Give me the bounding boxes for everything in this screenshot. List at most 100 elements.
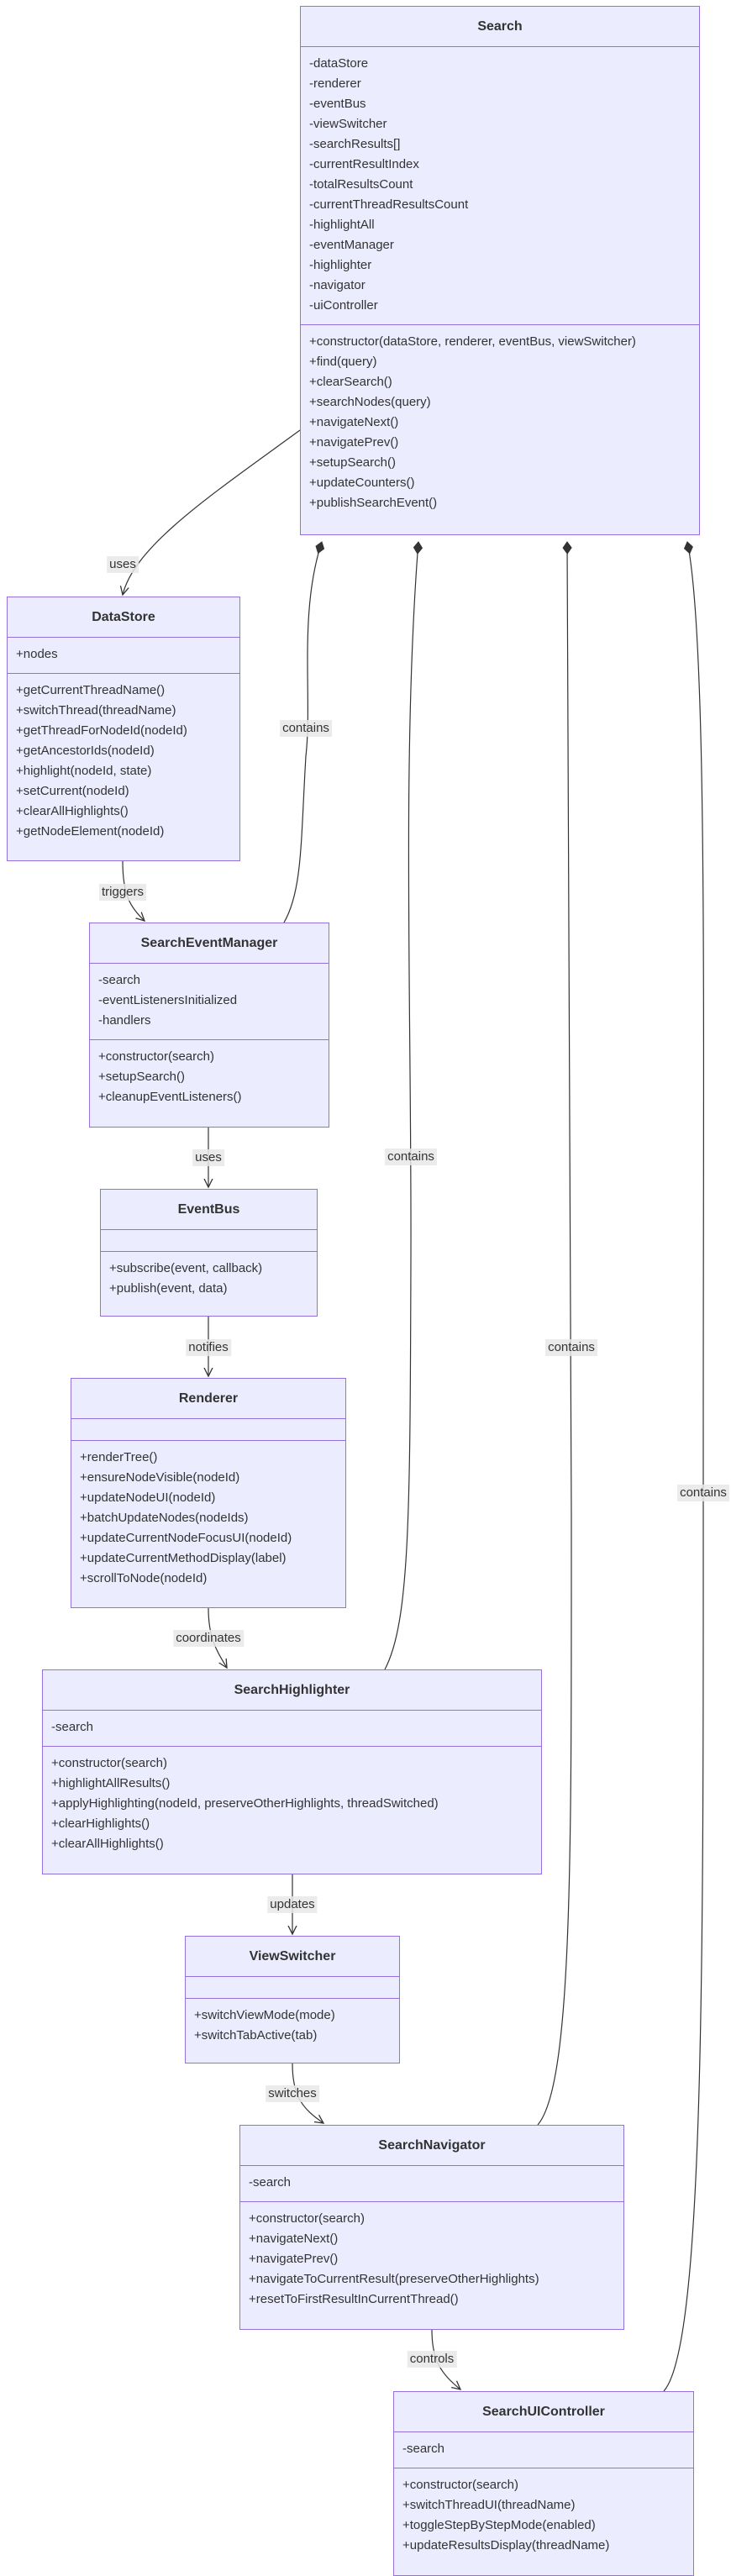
class-title: Search — [301, 7, 699, 47]
class-title: SearchEventManager — [90, 923, 329, 964]
class-searcheventmanager: SearchEventManager -search-eventListener… — [89, 923, 329, 1128]
class-method: +updateCurrentNodeFocusUI(nodeId) — [80, 1531, 292, 1545]
class-method: +scrollToNode(nodeId) — [80, 1571, 208, 1585]
class-method: +switchTabActive(tab) — [194, 2028, 318, 2042]
class-method: +navigatePrev() — [249, 2252, 339, 2266]
class-method: +getCurrentThreadName() — [16, 683, 166, 697]
class-method: +publish(event, data) — [109, 1281, 228, 1296]
edge-label-searcheventmanager-eventbus: uses — [192, 1149, 224, 1166]
class-searchuicontroller: SearchUIController -search +constructor(… — [393, 2391, 694, 2576]
class-method: +constructor(search) — [98, 1049, 214, 1064]
class-method: +updateCurrentMethodDisplay(label) — [80, 1551, 287, 1565]
class-method: +navigatePrev() — [309, 435, 399, 449]
class-datastore: DataStore +nodes +getCurrentThreadName()… — [7, 597, 240, 861]
class-method: +highlight(nodeId, state) — [16, 764, 152, 778]
class-method: +publishSearchEvent() — [309, 496, 438, 510]
class-method: +highlightAllResults() — [51, 1776, 171, 1790]
class-method: +navigateToCurrentResult(preserveOtherHi… — [249, 2272, 539, 2286]
class-method: +clearAllHighlights() — [16, 804, 129, 818]
class-attribute: -handlers — [98, 1013, 151, 1028]
class-method: +renderTree() — [80, 1450, 158, 1464]
class-attributes: -search — [43, 1711, 541, 1747]
class-attribute: -renderer — [309, 76, 361, 91]
class-attributes: -search-eventListenersInitialized-handle… — [90, 964, 329, 1040]
edge-label-search-searchhighlighter: contains — [385, 1149, 437, 1165]
edge-search-searchuicontroller — [663, 541, 705, 2392]
class-attribute: -navigator — [309, 278, 366, 292]
class-method: +applyHighlighting(nodeId, preserveOther… — [51, 1796, 439, 1811]
class-attribute: -search — [402, 2442, 445, 2456]
class-title: Renderer — [71, 1379, 345, 1419]
class-methods: +switchViewMode(mode)+switchTabActive(ta… — [186, 1999, 399, 2054]
class-search: Search -dataStore-renderer-eventBus-view… — [300, 6, 700, 535]
class-method: +navigateNext() — [249, 2232, 339, 2246]
class-methods: +constructor(search) +highlightAllResults… — [43, 1747, 541, 1863]
edge-search-datastore — [123, 429, 301, 595]
class-attributes: -search — [240, 2166, 623, 2202]
class-method: +batchUpdateNodes(nodeIds) — [80, 1511, 249, 1525]
class-method: +cleanupEventListeners() — [98, 1090, 242, 1104]
class-method: +setupSearch() — [98, 1070, 185, 1084]
edge-label-searchnavigator-searchuicontroller: controls — [407, 2351, 457, 2368]
class-eventbus: EventBus +subscribe(event, callback) +pub… — [100, 1189, 318, 1317]
class-method: +setupSearch() — [309, 455, 396, 470]
class-title: DataStore — [8, 597, 239, 638]
edge-search-searchnavigator — [537, 541, 572, 2126]
edge-label-searchhighlighter-viewswitcher: updates — [267, 1896, 318, 1913]
class-method: +clearSearch() — [309, 375, 392, 389]
class-attributes — [101, 1230, 317, 1252]
class-searchnavigator: SearchNavigator -search +constructor(sea… — [239, 2125, 624, 2330]
class-method: +updateResultsDisplay(threadName) — [402, 2538, 610, 2552]
edge-label-datastore-searcheventmanager: triggers — [98, 884, 147, 901]
class-method: +constructor(dataStore, renderer, eventB… — [309, 334, 636, 349]
class-method: +clearHighlights() — [51, 1816, 150, 1831]
class-attribute: -eventManager — [309, 238, 394, 252]
class-method: +clearAllHighlights() — [51, 1837, 164, 1851]
class-title: ViewSwitcher — [186, 1937, 399, 1977]
edge-search-searchhighlighter — [384, 541, 423, 1670]
edge-label-search-searcheventmanager: contains — [280, 720, 332, 737]
class-method: +constructor(search) — [51, 1756, 167, 1770]
class-methods: +getCurrentThreadName() +switchThread(thr… — [8, 674, 239, 850]
edge-label-eventbus-renderer: notifies — [186, 1339, 231, 1356]
class-attribute: -highlightAll — [309, 218, 375, 232]
edge-label-search-searchnavigator: contains — [545, 1339, 597, 1356]
class-method: +constructor(search) — [249, 2211, 365, 2226]
class-attribute: -viewSwitcher — [309, 117, 387, 131]
class-method: +navigateNext() — [309, 415, 399, 429]
class-method: +subscribe(event, callback) — [109, 1261, 263, 1275]
class-methods: +renderTree() +ensureNodeVisible(nodeId) +… — [71, 1441, 345, 1597]
class-attributes — [71, 1419, 345, 1441]
class-attribute: -search — [98, 973, 141, 987]
edge-label-renderer-searchhighlighter: coordinates — [173, 1630, 244, 1647]
class-title: EventBus — [101, 1190, 317, 1230]
class-methods: +subscribe(event, callback) +publish(even… — [101, 1252, 317, 1307]
edge-label-viewswitcher-searchnavigator: switches — [266, 2085, 319, 2102]
class-attributes: -search — [394, 2432, 693, 2468]
class-renderer: Renderer +renderTree() +ensureNodeVisible… — [71, 1378, 346, 1608]
class-attribute: -searchResults[] — [309, 137, 401, 151]
class-method: +ensureNodeVisible(nodeId) — [80, 1470, 240, 1485]
class-title: SearchUIController — [394, 2392, 693, 2432]
class-title: SearchNavigator — [240, 2126, 623, 2166]
class-methods: +constructor(search) +setupSearch() +clean… — [90, 1040, 329, 1116]
class-method: +switchThreadUI(threadName) — [402, 2498, 576, 2512]
edge-search-searcheventmanager — [283, 541, 325, 923]
class-method: +setCurrent(nodeId) — [16, 784, 129, 798]
class-attributes — [186, 1977, 399, 1999]
class-attribute: -currentResultIndex — [309, 157, 419, 171]
class-method: +constructor(search) — [402, 2478, 518, 2492]
class-attribute: +nodes — [16, 647, 58, 661]
class-viewswitcher: ViewSwitcher +switchViewMode(mode)+switc… — [185, 1936, 400, 2063]
class-method: +getNodeElement(nodeId) — [16, 824, 165, 839]
class-method: +getThreadForNodeId(nodeId) — [16, 723, 187, 738]
edge-label-search-datastore: uses — [107, 556, 139, 573]
class-method: +searchNodes(query) — [309, 395, 431, 409]
class-attribute: -eventBus — [309, 97, 366, 111]
class-method: +switchThread(threadName) — [16, 703, 176, 718]
class-attributes: -dataStore-renderer-eventBus-viewSwitche… — [301, 47, 699, 325]
class-method: +updateCounters() — [309, 476, 415, 490]
class-methods: +constructor(dataStore, renderer, eventB… — [301, 325, 699, 522]
